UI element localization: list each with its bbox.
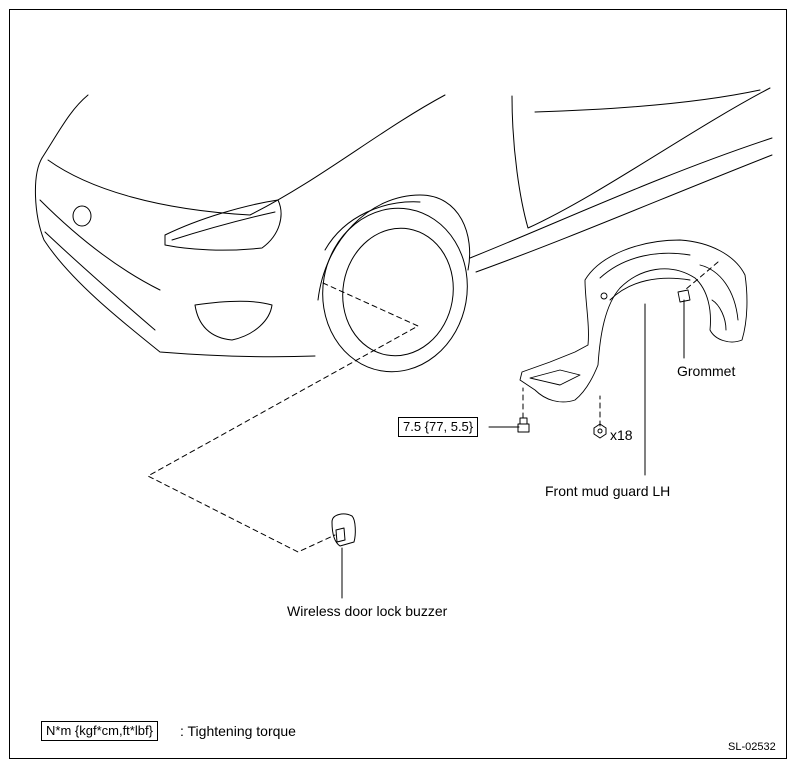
grille-lower [194, 300, 273, 341]
buzzer-icon [331, 513, 356, 547]
side-sill [469, 137, 773, 273]
windshield-line [511, 87, 771, 229]
car-front-drawing [35, 87, 773, 358]
roof-line [534, 89, 761, 113]
mud-guard-drawing [519, 239, 748, 403]
grommet-label: Grommet [677, 363, 736, 379]
clip-count-label: x18 [610, 427, 633, 443]
diagram-frame [9, 9, 787, 759]
figure-code: SL-02532 [728, 741, 776, 753]
fender-arch-inner [324, 201, 421, 251]
torque-unit-box: N*m {kgf*cm,ft*lbf} [41, 721, 158, 741]
hood-line [41, 94, 446, 216]
fender-arch-outer [317, 194, 471, 301]
leader-lines [341, 299, 685, 599]
wireless-buzzer-label: Wireless door lock buzzer [287, 603, 448, 619]
fog-light [72, 205, 92, 227]
bolt-icon [517, 417, 530, 433]
bumper-lower [44, 231, 156, 331]
torque-value-box: 7.5 {77, 5.5} [398, 417, 479, 437]
clip-icon [593, 423, 607, 439]
dashed-guides [147, 261, 719, 553]
front-wheel [322, 207, 468, 373]
bumper-outline [35, 157, 316, 358]
headlight [164, 199, 282, 251]
headlight-inner [171, 211, 276, 241]
front-mud-guard-label: Front mud guard LH [545, 483, 671, 499]
bumper-crease [39, 199, 161, 291]
torque-unit-text: : Tightening torque [180, 723, 296, 739]
